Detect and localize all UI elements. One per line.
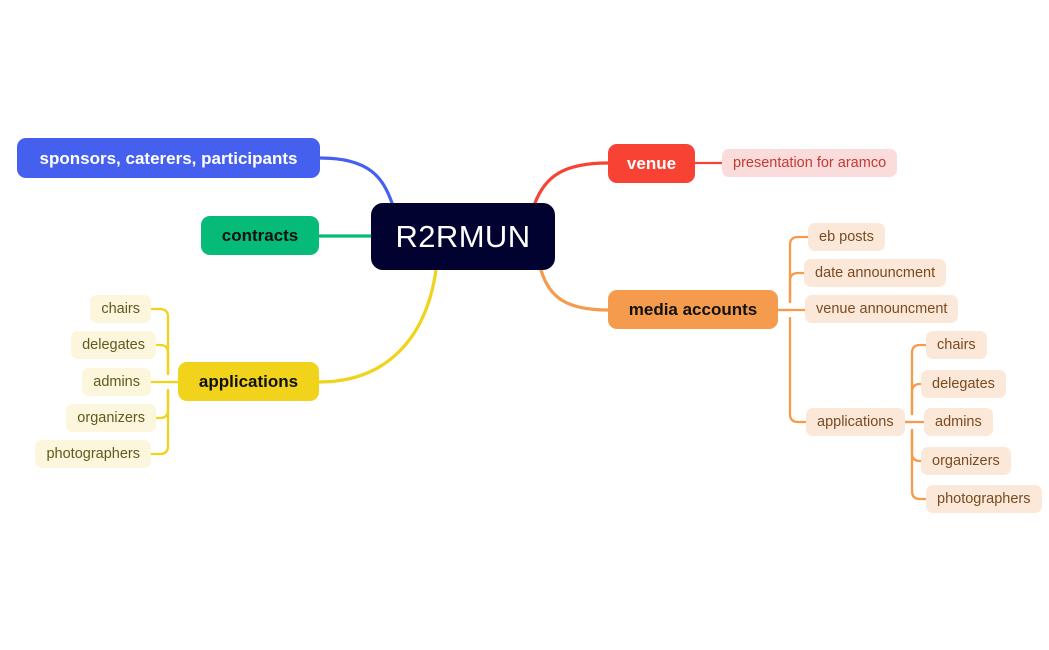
leaf-date-announcment[interactable]: date announcment (804, 259, 947, 287)
link-applications-delegates (154, 343, 170, 376)
leaf-admins-left[interactable]: admins (82, 368, 151, 396)
link-media-date (788, 271, 806, 304)
link-mediaapps-delegates (910, 382, 923, 416)
link-media-applications (788, 316, 808, 424)
link-root-venue (533, 161, 610, 205)
leaf-chairs-left[interactable]: chairs (90, 295, 151, 323)
branch-node-contracts-label: contracts (221, 226, 299, 245)
leaf-venue-announcment[interactable]: venue announcment (805, 295, 959, 323)
root-node-r2rmun[interactable]: R2RMUN (371, 203, 555, 270)
leaf-delegates-left[interactable]: delegates (71, 331, 156, 359)
leaf-photographers-left[interactable]: photographers (35, 440, 151, 468)
leaf-applications-media[interactable]: applications (806, 408, 905, 436)
leaf-label: eb posts (819, 228, 874, 245)
leaf-label: admins (935, 413, 982, 430)
leaf-chairs-media[interactable]: chairs (926, 331, 987, 359)
leaf-label: organizers (77, 409, 145, 426)
leaf-label: presentation for aramco (733, 154, 887, 171)
leaf-photographers-media[interactable]: photographers (926, 485, 1042, 513)
leaf-presentation-for-aramco[interactable]: presentation for aramco (722, 149, 898, 177)
leaf-label: organizers (932, 452, 1000, 469)
leaf-label: photographers (937, 490, 1031, 507)
leaf-label: admins (93, 373, 140, 390)
leaf-label: delegates (82, 336, 145, 353)
leaf-delegates-media[interactable]: delegates (921, 370, 1006, 398)
link-mediaapps-organizers (910, 428, 923, 463)
leaf-eb-posts[interactable]: eb posts (808, 223, 885, 251)
leaf-organizers-left[interactable]: organizers (66, 404, 156, 432)
branch-node-applications[interactable]: applications (178, 362, 319, 401)
link-root-media (539, 268, 610, 312)
leaf-organizers-media[interactable]: organizers (921, 447, 1011, 475)
branch-node-sponsors-label: sponsors, caterers, participants (39, 148, 298, 168)
branch-node-contracts[interactable]: contracts (201, 216, 319, 255)
link-root-applications (317, 268, 438, 384)
leaf-label: applications (817, 413, 894, 430)
branch-node-sponsors[interactable]: sponsors, caterers, participants (17, 138, 320, 178)
branch-node-media-accounts[interactable]: media accounts (608, 290, 778, 329)
leaf-label: date announcment (815, 264, 936, 281)
leaf-admins-media[interactable]: admins (924, 408, 993, 436)
leaf-label: delegates (932, 375, 995, 392)
leaf-label: photographers (46, 445, 140, 462)
leaf-label: chairs (101, 300, 140, 317)
root-node-label: R2RMUN (395, 219, 531, 254)
branch-node-venue-label: venue (626, 154, 677, 173)
link-applications-organizers (154, 388, 170, 420)
branch-node-media-accounts-label: media accounts (628, 300, 758, 319)
branch-node-venue[interactable]: venue (608, 144, 695, 183)
leaf-label: venue announcment (816, 300, 948, 317)
link-root-sponsors (318, 156, 394, 205)
leaf-label: chairs (937, 336, 976, 353)
branch-node-applications-label: applications (198, 372, 299, 391)
